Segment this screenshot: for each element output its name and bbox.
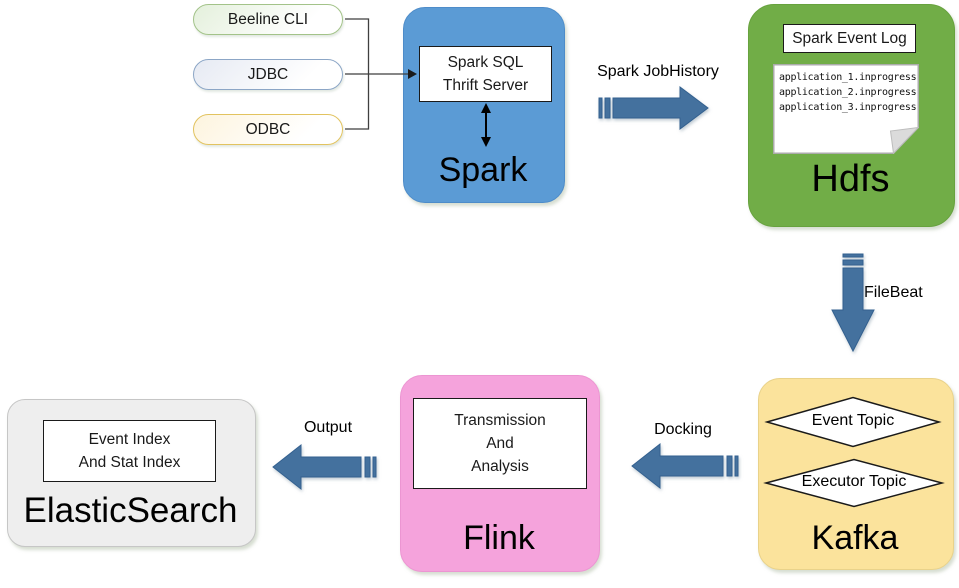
flow-arrow-kafka-to-flink-icon xyxy=(631,442,739,490)
client-pill-jdbc: JDBC xyxy=(193,59,343,90)
client-pill-odbc: ODBC xyxy=(193,114,343,145)
kafka-title: Kafka xyxy=(811,519,899,557)
spark-title: Spark xyxy=(438,151,528,189)
spark-thrift-server-line: Thrift Server xyxy=(442,77,529,94)
elasticsearch-index-box: Event Index And Stat Index xyxy=(43,420,216,482)
flink-title: Flink xyxy=(463,519,535,557)
flink-processing-box: Transmission And Analysis xyxy=(413,398,587,489)
client-pill-beeline-cli: Beeline CLI xyxy=(193,4,343,35)
flow-label-hdfs-to-kafka: FileBeat xyxy=(864,284,923,301)
kafka-topic-label-event: Event Topic xyxy=(811,412,895,429)
hdfs-event-log-label: Spark Event Log xyxy=(792,30,907,47)
elasticsearch-index-line: And Stat Index xyxy=(78,454,181,471)
folded-corner-icon xyxy=(889,126,919,154)
hdfs-file-entry: application_3.inprogress xyxy=(779,102,917,113)
hdfs-log-document: application_1.inprogress application_2.i… xyxy=(773,64,919,154)
spark-thrift-server-box: Spark SQL Thrift Server xyxy=(419,46,552,102)
spark-thrift-server-line: Spark SQL xyxy=(447,54,524,71)
flow-arrow-spark-to-hdfs-icon xyxy=(598,86,709,130)
flow-arrow-flink-to-elasticsearch-icon xyxy=(272,443,377,491)
hdfs-file-entry: application_2.inprogress xyxy=(779,87,917,98)
flink-processing-line: Transmission xyxy=(454,412,546,429)
document-shape-icon xyxy=(773,64,919,154)
client-pill-label: Beeline CLI xyxy=(227,10,309,28)
elasticsearch-index-line: Event Index xyxy=(88,431,171,448)
client-pill-label: ODBC xyxy=(245,120,291,138)
hdfs-title: Hdfs xyxy=(811,158,890,200)
flink-processing-line: Analysis xyxy=(471,458,529,475)
flink-processing-line: And xyxy=(486,435,514,452)
client-pill-label: JDBC xyxy=(247,65,289,83)
hdfs-file-list: application_1.inprogress application_2.i… xyxy=(779,70,917,115)
kafka-topic-label-executor: Executor Topic xyxy=(801,473,907,490)
flow-label-kafka-to-flink: Docking xyxy=(654,421,712,438)
hdfs-file-entry: application_1.inprogress xyxy=(779,72,917,83)
flow-arrow-hdfs-to-kafka-icon xyxy=(831,253,875,353)
flow-label-spark-to-hdfs: Spark JobHistory xyxy=(597,63,719,80)
flow-label-flink-to-elasticsearch: Output xyxy=(303,419,353,436)
elasticsearch-title: ElasticSearch xyxy=(23,491,238,530)
hdfs-event-log-box: Spark Event Log xyxy=(783,24,916,53)
